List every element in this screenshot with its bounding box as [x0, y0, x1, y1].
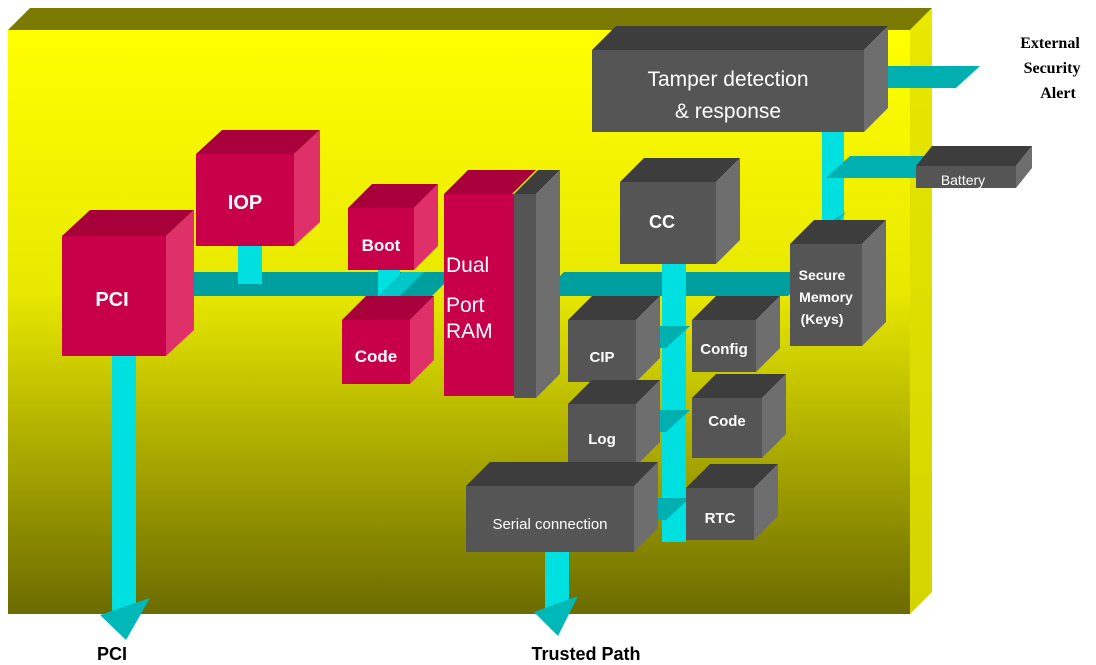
pci-vertical-bus [112, 345, 136, 615]
config-block [692, 296, 780, 372]
secure-memory-line-3: (Keys) [801, 311, 844, 327]
serial-block [466, 462, 658, 552]
external-alert-line-2: Security [1024, 60, 1081, 77]
trusted-path-label: Trusted Path [531, 644, 640, 664]
pci-block [62, 210, 194, 356]
cip-label: CIP [589, 349, 614, 366]
external-alert-line-3: Alert [1040, 85, 1076, 102]
code-right-block [692, 374, 786, 458]
tamper-line-2: & response [675, 100, 781, 123]
rtc-block [686, 464, 778, 540]
dual-port-ram-line-3: RAM [446, 320, 493, 343]
config-label: Config [700, 341, 747, 358]
internal-vertical-bus [662, 262, 686, 542]
trusted-path-arrow-icon [534, 596, 578, 636]
trusted-path-bus [545, 548, 569, 610]
rtc-label: RTC [705, 510, 736, 527]
pci-bottom-label: PCI [97, 644, 127, 664]
tamper-line-1: Tamper detection [647, 68, 808, 91]
secure-memory-block [790, 220, 886, 346]
iop-block [196, 130, 320, 246]
external-alert-line-1: External [1020, 35, 1080, 52]
boot-label: Boot [362, 236, 401, 255]
iop-label: IOP [228, 192, 262, 214]
dual-port-ram-gray-side [514, 170, 560, 398]
code-left-label: Code [355, 347, 398, 366]
pci-label: PCI [95, 289, 128, 311]
dual-port-ram-line-1: Dual [446, 254, 489, 277]
pci-arrow-icon [100, 598, 150, 640]
serial-label: Serial connection [492, 516, 607, 533]
external-alert-bus [858, 66, 980, 88]
boot-block [348, 184, 438, 270]
tamper-block [592, 26, 888, 132]
secure-memory-line-2: Memory [799, 289, 853, 305]
code-right-label: Code [708, 413, 746, 430]
dual-port-ram-block [444, 170, 536, 396]
battery-block [916, 146, 1032, 188]
secure-memory-line-1: Secure [799, 267, 846, 283]
cc-label: CC [649, 212, 675, 232]
cc-block [620, 158, 740, 264]
dual-port-ram-line-2: Port [446, 294, 485, 317]
battery-bus [826, 156, 940, 178]
code-left-block [342, 296, 434, 384]
log-label: Log [588, 431, 616, 448]
log-block [568, 380, 660, 466]
battery-label: Battery [941, 172, 985, 188]
cip-block [568, 296, 660, 382]
